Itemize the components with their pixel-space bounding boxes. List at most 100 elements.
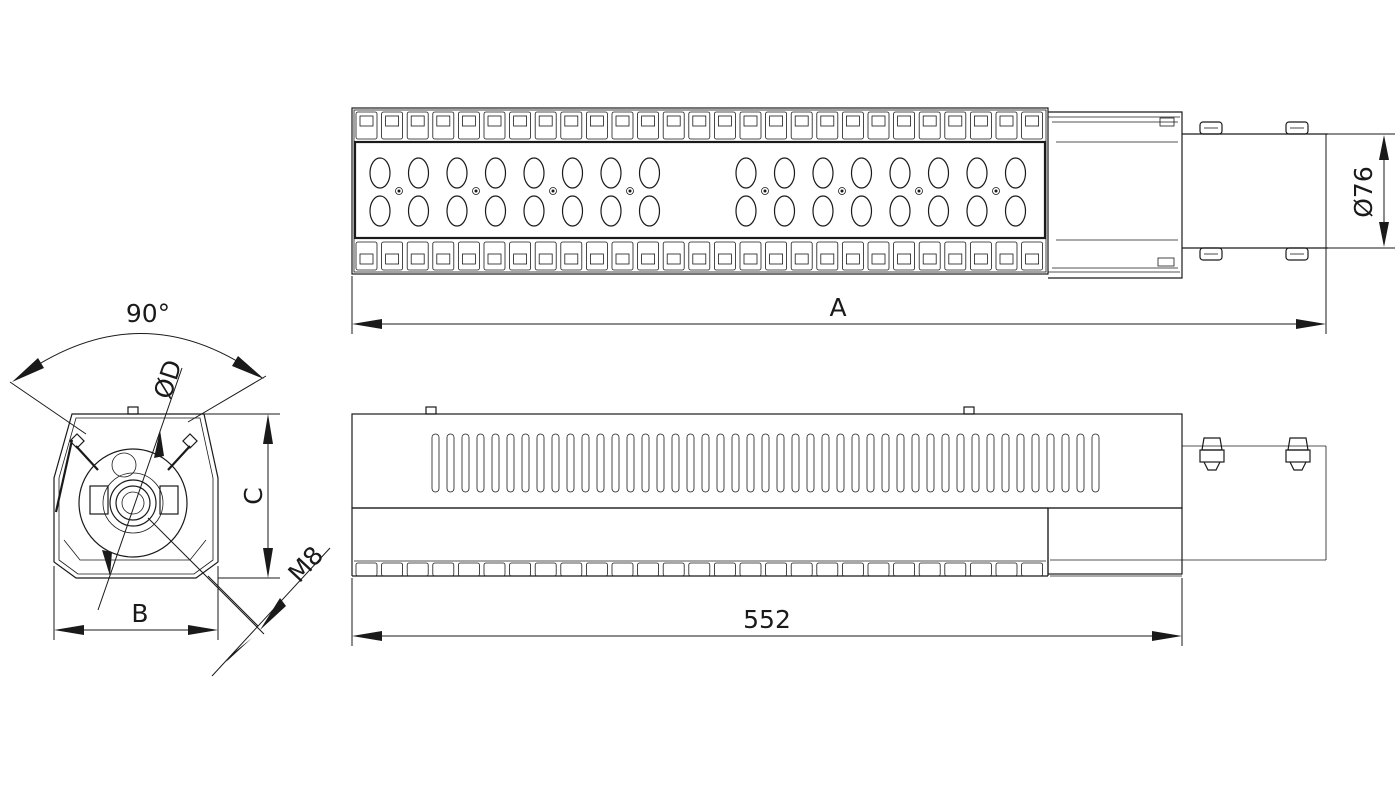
bolt-m8-dimension: M8 bbox=[147, 517, 331, 677]
screw-center bbox=[628, 189, 632, 193]
vent-slot bbox=[941, 433, 950, 493]
fin-tab bbox=[564, 115, 579, 127]
bottom-fin bbox=[918, 562, 941, 577]
fin-slot bbox=[688, 111, 711, 140]
fin-tab bbox=[743, 115, 758, 127]
fin-tab bbox=[718, 253, 732, 265]
bottom-fin bbox=[970, 562, 992, 577]
fin-slot bbox=[714, 111, 736, 140]
vent-slot bbox=[596, 433, 605, 493]
height-c-dimension: C bbox=[204, 413, 280, 579]
top-view bbox=[351, 107, 1328, 279]
oval-hole bbox=[407, 157, 430, 189]
oval-hole bbox=[484, 157, 507, 189]
vent-slot bbox=[566, 433, 575, 493]
vent-slot bbox=[926, 433, 935, 493]
fin-slot bbox=[790, 241, 813, 271]
screw-hole bbox=[992, 187, 1000, 195]
screw-center bbox=[840, 189, 844, 193]
oval-hole bbox=[773, 195, 796, 227]
fin-slot bbox=[560, 111, 583, 140]
oval-hole bbox=[812, 195, 834, 227]
fin-slot bbox=[893, 111, 915, 140]
oval-hole bbox=[561, 195, 584, 227]
vent-slot bbox=[821, 433, 830, 493]
fin-slot bbox=[381, 111, 404, 140]
oval-hole bbox=[735, 195, 757, 227]
fin-tab bbox=[718, 115, 732, 127]
fin-slot bbox=[432, 111, 455, 140]
fin-tab bbox=[692, 115, 707, 127]
fin-slot bbox=[611, 111, 634, 140]
vent-slot bbox=[656, 433, 665, 493]
vent-slot bbox=[1031, 433, 1040, 493]
oval-hole bbox=[889, 195, 911, 227]
fin-tab bbox=[999, 253, 1014, 265]
fin-tab bbox=[385, 115, 400, 127]
fin-slot bbox=[586, 111, 608, 140]
fin-tab bbox=[871, 253, 886, 265]
bottom-fin bbox=[586, 562, 608, 577]
fin-slot bbox=[944, 111, 967, 140]
screw-center bbox=[917, 189, 921, 193]
fin-tab bbox=[487, 253, 502, 265]
screw-center bbox=[994, 189, 998, 193]
fin-slot bbox=[995, 241, 1018, 271]
fin-slot bbox=[765, 241, 787, 271]
oval-hole bbox=[638, 157, 661, 189]
fin-tab bbox=[590, 115, 604, 127]
fin-slot bbox=[816, 241, 839, 271]
bottom-fin bbox=[509, 562, 532, 577]
fin-tab bbox=[871, 115, 886, 127]
fin-slot bbox=[483, 241, 506, 271]
fin-tab bbox=[461, 253, 476, 265]
fin-slot bbox=[739, 241, 762, 271]
body-length-dimension: 552 bbox=[351, 578, 1183, 646]
fin-tab bbox=[590, 253, 604, 265]
vent-slot bbox=[836, 433, 845, 493]
side-view bbox=[351, 406, 1327, 577]
oval-hole bbox=[773, 157, 796, 189]
vent-slot bbox=[731, 433, 740, 493]
oval-hole bbox=[638, 195, 661, 227]
bottom-fin bbox=[483, 562, 506, 577]
bottom-fin bbox=[816, 562, 839, 577]
fin-slot bbox=[509, 241, 532, 271]
vent-slot bbox=[746, 433, 755, 493]
overall-length-dimension: A bbox=[351, 134, 1327, 334]
fin-tab bbox=[641, 253, 655, 265]
bottom-fin bbox=[534, 562, 557, 577]
vent-slot bbox=[911, 433, 920, 493]
fin-tab bbox=[948, 115, 963, 127]
side-vent-slots bbox=[431, 433, 1100, 493]
fin-tab bbox=[564, 253, 579, 265]
screw-center bbox=[474, 189, 478, 193]
fin-tab bbox=[948, 253, 963, 265]
fin-tab bbox=[692, 253, 707, 265]
screw-hole bbox=[472, 187, 480, 195]
fin-tab bbox=[1025, 253, 1039, 265]
vent-slot bbox=[671, 433, 680, 493]
vent-slot bbox=[866, 433, 875, 493]
bottom-fin bbox=[381, 562, 404, 577]
vent-slot bbox=[1091, 433, 1100, 493]
vent-slot bbox=[506, 433, 515, 493]
bottom-fin bbox=[355, 562, 378, 577]
oval-hole bbox=[966, 157, 988, 189]
fin-tab bbox=[897, 115, 911, 127]
fin-tab bbox=[743, 253, 758, 265]
fin-tab bbox=[794, 115, 809, 127]
vent-slot bbox=[521, 433, 530, 493]
vent-slot bbox=[806, 433, 815, 493]
fin-tab bbox=[641, 115, 655, 127]
vent-slot bbox=[701, 433, 710, 493]
fin-slot bbox=[457, 241, 480, 271]
bottom-fin bbox=[790, 562, 813, 577]
oval-hole bbox=[407, 195, 430, 227]
vent-slot bbox=[881, 433, 890, 493]
vent-slot bbox=[1001, 433, 1010, 493]
vent-slot bbox=[461, 433, 470, 493]
vent-slot bbox=[1016, 433, 1025, 493]
width-b-label: B bbox=[131, 599, 148, 628]
bolt-m8-label: M8 bbox=[282, 541, 329, 588]
